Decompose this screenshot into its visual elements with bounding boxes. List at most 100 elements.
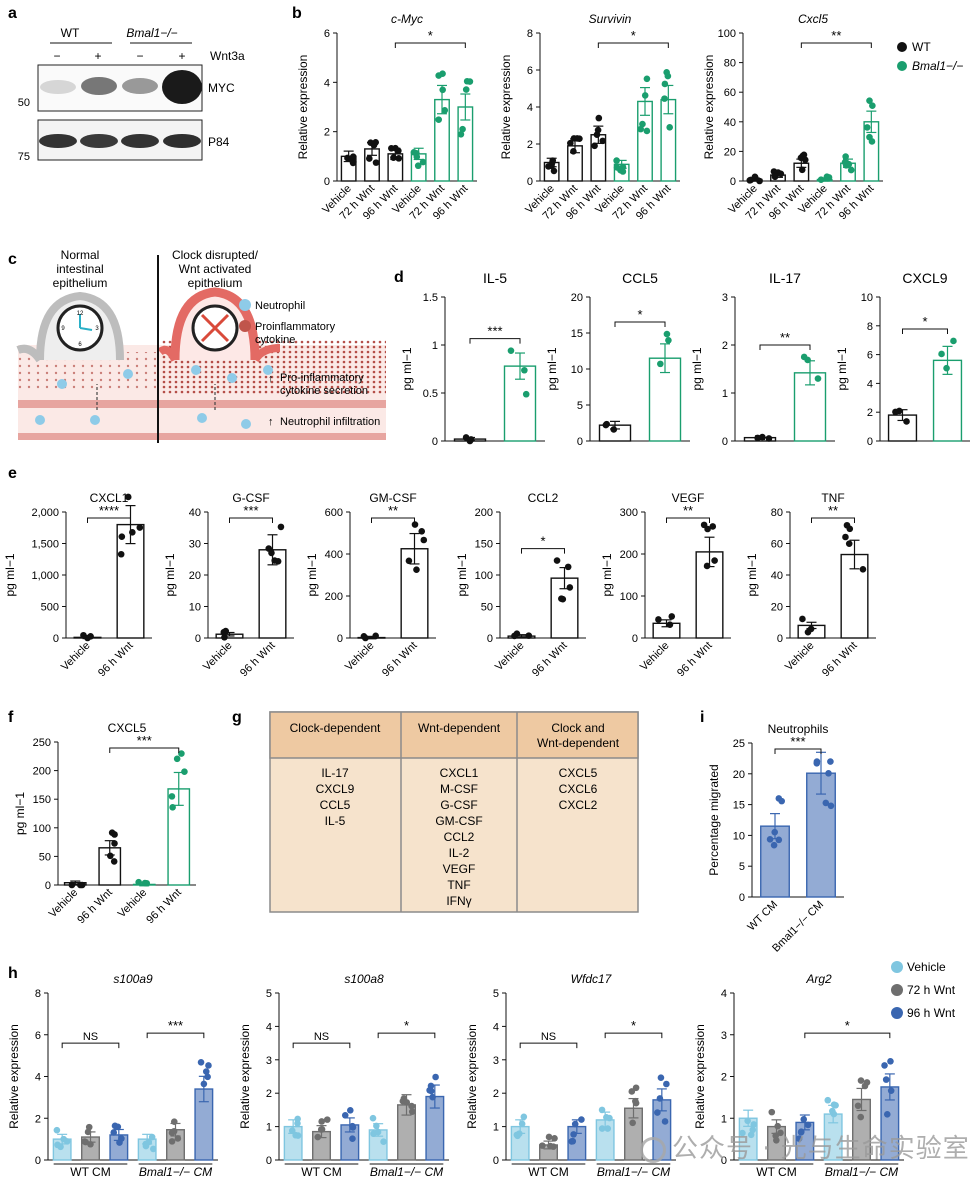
data-point [666, 124, 673, 131]
schematic-normal-line1: Normal [61, 248, 100, 262]
table-cell: VEGF [443, 862, 476, 876]
data-point [168, 793, 176, 800]
significance-bracket [292, 1042, 351, 1049]
data-point [661, 1118, 669, 1125]
y-tick-label: 0.5 [423, 388, 438, 400]
panel-c-schematic: Normal intestinal epithelium Clock disru… [16, 248, 386, 443]
data-point [68, 881, 76, 889]
blot-mw-75: 75 [18, 151, 30, 163]
chart-title: Neutrophils [768, 722, 829, 736]
data-point [369, 1114, 377, 1122]
muscle-layer-1 [18, 400, 386, 408]
table-column-wnt: CXCL1 M-CSF G-CSF GM-CSF CCL2 IL-2 VEGF … [435, 766, 482, 908]
arrow-infiltration-icon: ↑ [268, 416, 274, 428]
data-point [418, 528, 426, 535]
data-point [632, 1084, 640, 1092]
blot-sign-2: + [94, 49, 101, 63]
panel-b-legend: WT Bmal1−/− [897, 40, 963, 73]
y-tick-label: 4 [493, 1021, 499, 1033]
clock-number-6: 6 [78, 342, 82, 348]
chart-title: IL-5 [483, 270, 507, 286]
significance-bracket [597, 42, 669, 48]
y-tick-label: 0 [777, 633, 783, 645]
y-axis-label: Relative expression [238, 1024, 252, 1129]
legend-cytokine-line2: cytokine [255, 334, 295, 346]
data-point [288, 1127, 296, 1135]
data-point [408, 1108, 416, 1115]
y-tick-label: 200 [475, 507, 493, 519]
data-point [522, 390, 530, 398]
chart-title: G-CSF [232, 491, 269, 505]
y-tick-label: 150 [33, 794, 51, 806]
data-point [399, 1097, 407, 1105]
data-point [657, 360, 664, 368]
chart-d1: IL-500.511.5pg ml−1*** [400, 270, 545, 448]
group-label-ko: Bmal1−/− CM [597, 1165, 670, 1179]
table-cell: IL-17 [321, 766, 349, 780]
significance-label: *** [487, 324, 502, 339]
y-tick-label: 6 [527, 65, 533, 77]
legend-ko-dot [897, 61, 907, 71]
data-point [457, 130, 465, 138]
y-axis-label: Relative expression [499, 55, 513, 160]
data-point [341, 1112, 349, 1119]
data-point [567, 139, 574, 147]
y-tick-label: 0 [493, 1155, 499, 1167]
data-point [107, 852, 114, 860]
legend-neutrophil-label: Neutrophil [255, 300, 305, 312]
table-column-both: CXCL5 CXCL6 CXCL2 [559, 766, 598, 812]
data-point [380, 1138, 387, 1146]
data-point [866, 133, 873, 141]
data-point [539, 1142, 546, 1149]
significance-label: * [540, 534, 545, 549]
x-tick-label: WT CM [745, 899, 780, 934]
blot-p84-band-1 [39, 134, 77, 148]
data-point [553, 557, 561, 564]
panel-letter-i: i [700, 709, 704, 726]
data-point [514, 1132, 521, 1140]
data-point [800, 353, 808, 361]
data-point [661, 80, 669, 88]
neutrophil-7 [197, 413, 207, 423]
y-tick-label: 4 [35, 1072, 41, 1084]
data-point [427, 1087, 435, 1095]
significance-bracket [804, 1032, 891, 1039]
blot-myc-band-1 [40, 80, 76, 94]
data-point [168, 1129, 176, 1137]
y-tick-label: 20 [733, 769, 745, 781]
data-point [566, 584, 574, 591]
y-axis-label: Relative expression [702, 55, 716, 160]
y-tick-label: 0 [577, 436, 583, 448]
data-point [800, 151, 808, 159]
data-point [413, 566, 420, 574]
significance-bracket [902, 328, 948, 334]
significance-bracket [229, 517, 273, 523]
table-cell: M-CSF [440, 782, 478, 796]
y-tick-label: 0 [266, 1155, 272, 1167]
y-tick-label: 8 [867, 321, 873, 333]
y-tick-label: 20 [724, 146, 736, 158]
data-point [814, 375, 822, 382]
data-point [883, 1111, 891, 1118]
y-tick-label: 1,500 [31, 539, 59, 551]
neutrophil-5 [227, 373, 237, 383]
chart-title: c-Myc [391, 12, 423, 26]
legend-wt-dot [897, 42, 907, 52]
data-point [665, 336, 672, 344]
y-tick-label: 4 [867, 378, 873, 390]
data-point [704, 525, 711, 533]
data-point [595, 114, 603, 122]
data-point [663, 330, 671, 338]
significance-label: * [845, 1018, 850, 1033]
x-tick-label: Vehicle [493, 640, 527, 674]
legend-ko-label: Bmal1−/− [912, 59, 963, 73]
data-point [655, 616, 662, 623]
data-point [569, 1137, 577, 1145]
chart-title: Survivin [589, 12, 632, 26]
y-axis-label: pg ml−1 [3, 553, 17, 596]
data-point [570, 147, 577, 155]
y-tick-label: 0 [432, 436, 438, 448]
y-tick-label: 0 [324, 176, 330, 188]
y-tick-label: 300 [620, 507, 638, 519]
